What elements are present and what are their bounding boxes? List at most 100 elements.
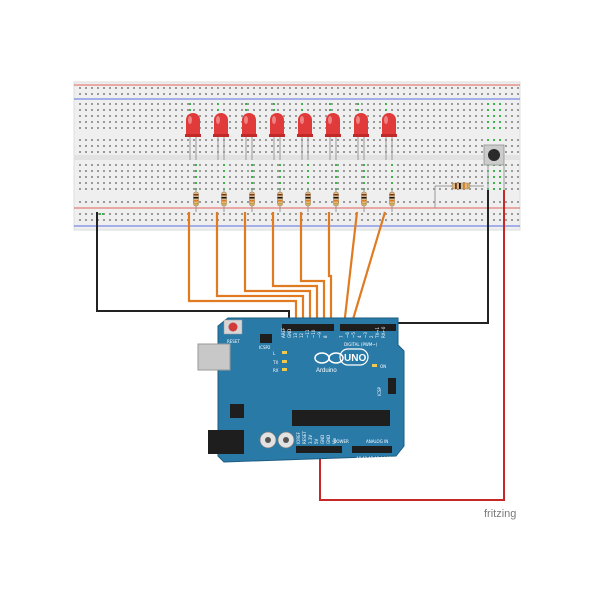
hole (343, 139, 345, 141)
hole (409, 127, 411, 129)
hole (241, 109, 243, 111)
hole (139, 164, 141, 166)
hole (157, 164, 159, 166)
hole (151, 188, 153, 190)
led (297, 113, 313, 160)
led-glare (216, 116, 220, 124)
hole (229, 115, 231, 117)
hole (343, 127, 345, 129)
resistor-band (333, 200, 339, 202)
hole (247, 87, 249, 89)
resistor-band (249, 200, 255, 202)
hole (505, 139, 507, 141)
hole (139, 139, 141, 141)
hole (85, 121, 87, 123)
hole (367, 115, 369, 117)
resistor-band (361, 194, 367, 196)
hole (427, 219, 429, 221)
hole (103, 87, 105, 89)
hole (457, 151, 459, 153)
hole (403, 115, 405, 117)
hole (151, 213, 153, 215)
hole (415, 145, 417, 147)
hole (391, 170, 393, 172)
hole (421, 151, 423, 153)
hole (313, 213, 315, 215)
hole (493, 115, 495, 117)
hole (457, 170, 459, 172)
hole (481, 139, 483, 141)
icsp2-header (260, 334, 272, 343)
reset-button[interactable] (228, 322, 238, 332)
hole (217, 109, 219, 111)
hole (379, 170, 381, 172)
hole (397, 188, 399, 190)
hole (139, 103, 141, 105)
hole (361, 139, 363, 141)
hole (409, 151, 411, 153)
hole (457, 87, 459, 89)
hole (97, 145, 99, 147)
hole (223, 170, 225, 172)
icsp-label: ICSP (377, 386, 382, 396)
hole (373, 145, 375, 147)
hole (115, 139, 117, 141)
pushbutton-cap[interactable] (488, 149, 500, 161)
hole (307, 170, 309, 172)
hole (409, 87, 411, 89)
hole (481, 201, 483, 203)
hole (355, 145, 357, 147)
hole (151, 93, 153, 95)
hole (295, 145, 297, 147)
hole (397, 145, 399, 147)
hole (337, 164, 339, 166)
hole (337, 109, 339, 111)
hole (265, 103, 267, 105)
hole (145, 87, 147, 89)
hole (103, 164, 105, 166)
hole (241, 115, 243, 117)
hole (511, 121, 513, 123)
hole (357, 109, 359, 111)
led (381, 113, 397, 160)
hole (133, 201, 135, 203)
hole (229, 164, 231, 166)
hole (313, 182, 315, 184)
hole (385, 219, 387, 221)
hole (295, 170, 297, 172)
hole (355, 103, 357, 105)
power-pin-label: IOREF (296, 431, 301, 444)
pushbutton[interactable] (483, 144, 505, 190)
hole (475, 176, 477, 178)
hole (109, 139, 111, 141)
hole (217, 164, 219, 166)
hole (307, 213, 309, 215)
led-body (354, 113, 368, 136)
hole (91, 164, 93, 166)
hole (517, 127, 519, 129)
hole (103, 121, 105, 123)
hole (493, 201, 495, 203)
hole (511, 87, 513, 89)
hole (289, 115, 291, 117)
hole (133, 164, 135, 166)
hole (289, 127, 291, 129)
hole (109, 121, 111, 123)
hole (403, 145, 405, 147)
hole (457, 164, 459, 166)
hole (325, 115, 327, 117)
digital-pin-label: 12 (299, 332, 304, 338)
hole (427, 182, 429, 184)
hole (415, 182, 417, 184)
hole (379, 139, 381, 141)
hole (145, 115, 147, 117)
hole (331, 219, 333, 221)
hole (253, 188, 255, 190)
hole (127, 121, 129, 123)
hole (505, 219, 507, 221)
hole (265, 201, 267, 203)
hole (265, 213, 267, 215)
hole (391, 93, 393, 95)
hole (373, 121, 375, 123)
digital-pin-label: ~5 (351, 332, 356, 338)
